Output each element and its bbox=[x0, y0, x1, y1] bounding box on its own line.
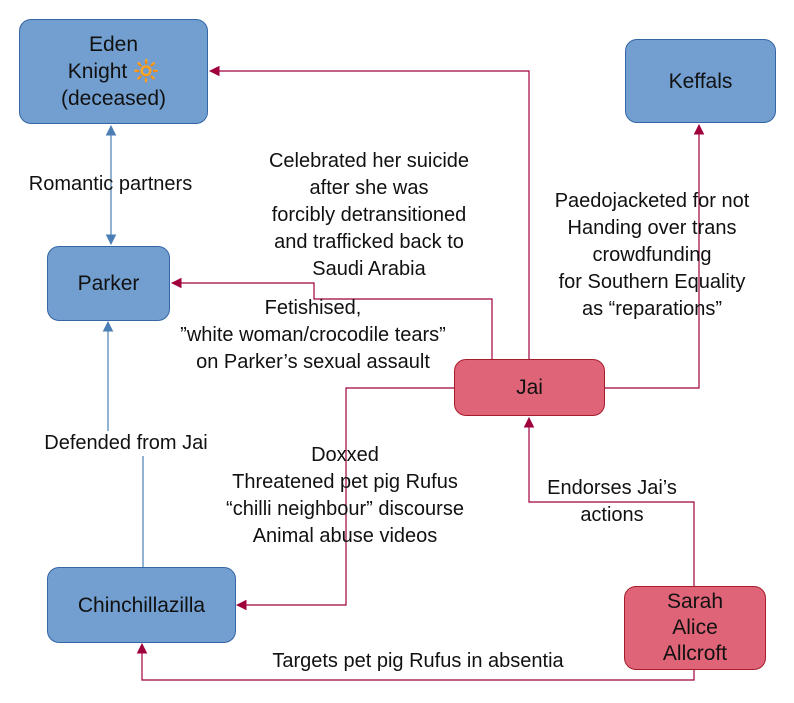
node-chinchillazilla-label: Chinchillazilla bbox=[77, 593, 206, 617]
node-jai-label: Jai bbox=[516, 376, 543, 399]
node-sarah-label: Sarah Alice Allcroft bbox=[662, 590, 728, 665]
edge-sarah-jai bbox=[523, 416, 695, 587]
node-eden-status: (deceased) bbox=[60, 87, 167, 110]
node-keffals[interactable]: Keffals bbox=[625, 39, 776, 123]
edge-sarah-chinchilla bbox=[136, 642, 695, 681]
edge-label-celebrated-suicide: Celebrated her suicide after she was for… bbox=[268, 150, 470, 280]
edge-label-fetishised: Fetishised, ”white woman/crocodile tears… bbox=[180, 297, 446, 373]
edge-chinchilla-parker-upper bbox=[102, 320, 143, 441]
edge-jai-eden bbox=[208, 65, 530, 360]
node-parker-label: Parker bbox=[77, 272, 140, 295]
node-chinchillazilla[interactable]: Chinchillazilla bbox=[47, 567, 236, 643]
node-eden-knight[interactable]: Eden Knight 🔆 (deceased) bbox=[19, 19, 208, 124]
node-sarah-alice-allcroft[interactable]: Sarah Alice Allcroft bbox=[624, 586, 766, 670]
edge-jai-chinchilla bbox=[235, 387, 455, 611]
node-eden-name: Eden Knight bbox=[67, 33, 139, 83]
edge-label-endorses: Endorses Jai’s actions bbox=[547, 477, 677, 526]
edge-jai-keffals bbox=[605, 123, 705, 389]
sun-icon: 🔆 bbox=[133, 60, 160, 83]
edge-label-romantic-partners: Romantic partners bbox=[28, 173, 193, 195]
edge-label-paedojacketed: Paedojacketed for not Handing over trans… bbox=[554, 190, 750, 320]
edge-label-defended: Defended from Jai bbox=[24, 431, 228, 456]
edge-label-doxxed: Doxxed Threatened pet pig Rufus “chilli … bbox=[226, 444, 464, 547]
node-jai[interactable]: Jai bbox=[454, 359, 605, 416]
edge-label-targets-rufus: Targets pet pig Rufus in absentia bbox=[272, 650, 564, 672]
node-parker[interactable]: Parker bbox=[47, 246, 170, 321]
edge-jai-parker bbox=[170, 277, 493, 360]
node-keffals-label: Keffals bbox=[668, 69, 733, 93]
